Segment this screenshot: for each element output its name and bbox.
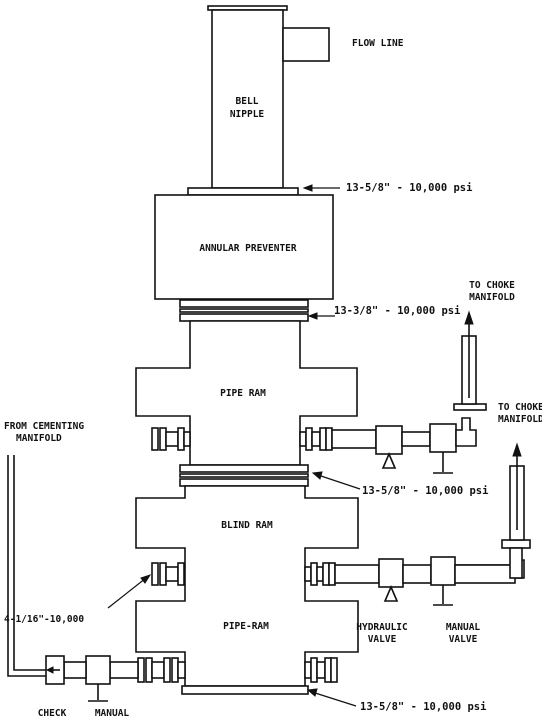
pressure-label-1: 13-5/8" - 10,000 psi xyxy=(346,182,472,194)
pressure-arrowhead-3 xyxy=(311,471,323,480)
hydraulic-valve-label-line1: HYDRAULIC xyxy=(356,622,408,633)
hydraulic-valve-label-line2: VALVE xyxy=(368,634,397,645)
cementing-label-line1: FROM CEMENTING xyxy=(4,421,84,432)
flow-line-pipe xyxy=(282,27,330,62)
flange-piperam-blindram xyxy=(179,464,309,487)
lower-manual-valve xyxy=(430,556,456,606)
check-valve xyxy=(45,655,65,685)
choke-top-label-line1: TO CHOKE xyxy=(469,280,515,291)
side-outlet-label: 4-1/16"-10,000 xyxy=(4,614,84,625)
cementing-manual-valve-label: MANUAL xyxy=(95,708,130,718)
cementing-label-line2: MANIFOLD xyxy=(16,433,62,444)
bottom-flange xyxy=(181,685,309,695)
flange-annular-piperam xyxy=(179,299,309,322)
choke-right-label-line2: MANIFOLD xyxy=(498,414,542,425)
cementing-line xyxy=(13,455,46,671)
blind-ram-and-lower-pipe-ram xyxy=(135,485,359,687)
pressure-label-3: 13-5/8" - 10,000 psi xyxy=(362,485,488,497)
lower-ram-left-outlet xyxy=(137,657,186,683)
upper-ram-left-outlet xyxy=(151,427,191,451)
cementing-manual-valve xyxy=(85,655,111,702)
flow-line-label: FLOW LINE xyxy=(352,38,404,49)
cementing-line-outer xyxy=(7,455,46,677)
bell-nipple-label-line1: BELL xyxy=(236,96,259,107)
lower-hydraulic-valve xyxy=(378,558,432,602)
choke-top-label-line2: MANIFOLD xyxy=(469,292,515,303)
annular-preventer-label: ANNULAR PREVENTER xyxy=(199,243,297,254)
check-valve-label: CHECK xyxy=(38,708,67,718)
bell-nipple-label-line2: NIPPLE xyxy=(230,109,265,120)
upper-choke-elbow xyxy=(455,417,477,447)
pressure-arrowhead-2 xyxy=(307,312,318,320)
bell-nipple xyxy=(187,5,299,196)
pressure-arrow-3 xyxy=(317,474,361,490)
cementing-pipe-2 xyxy=(63,661,87,679)
lower-choke-pipe xyxy=(454,564,516,584)
pressure-label-4: 13-5/8" - 10,000 psi xyxy=(360,701,486,713)
manual-valve-label-line2: VALVE xyxy=(449,634,478,645)
pressure-arrow-4 xyxy=(311,691,357,707)
pipe-ram-lower-label: PIPE-RAM xyxy=(223,621,269,632)
cementing-pipe xyxy=(109,661,139,679)
upper-manual-valve xyxy=(429,423,457,474)
pressure-arrowhead-4 xyxy=(306,688,318,697)
side-outlet-arrow xyxy=(107,577,147,609)
annular-preventer xyxy=(154,194,334,300)
blind-ram-right-outlet xyxy=(304,562,380,586)
lower-choke-elbow xyxy=(509,547,523,579)
pipe-ram-upper-label: PIPE RAM xyxy=(220,388,266,399)
side-outlet-arrowhead xyxy=(140,574,152,584)
lower-choke-flange xyxy=(501,539,531,549)
blind-ram-label: BLIND RAM xyxy=(221,520,273,531)
pressure-arrowhead-1 xyxy=(302,184,313,192)
blind-ram-left-outlet xyxy=(151,562,185,586)
upper-choke-flange xyxy=(453,403,487,411)
lower-choke-arrowhead xyxy=(512,442,522,457)
lower-ram-right-outlet xyxy=(304,657,338,683)
manual-valve-label-line1: MANUAL xyxy=(446,622,481,633)
choke-right-label-line1: TO CHOKE xyxy=(498,402,542,413)
upper-choke-arrowhead xyxy=(464,310,474,325)
upper-ram-right-outlet xyxy=(299,427,377,451)
upper-hydraulic-valve xyxy=(375,425,431,469)
pressure-label-2: 13-3/8" - 10,000 psi xyxy=(334,305,460,317)
